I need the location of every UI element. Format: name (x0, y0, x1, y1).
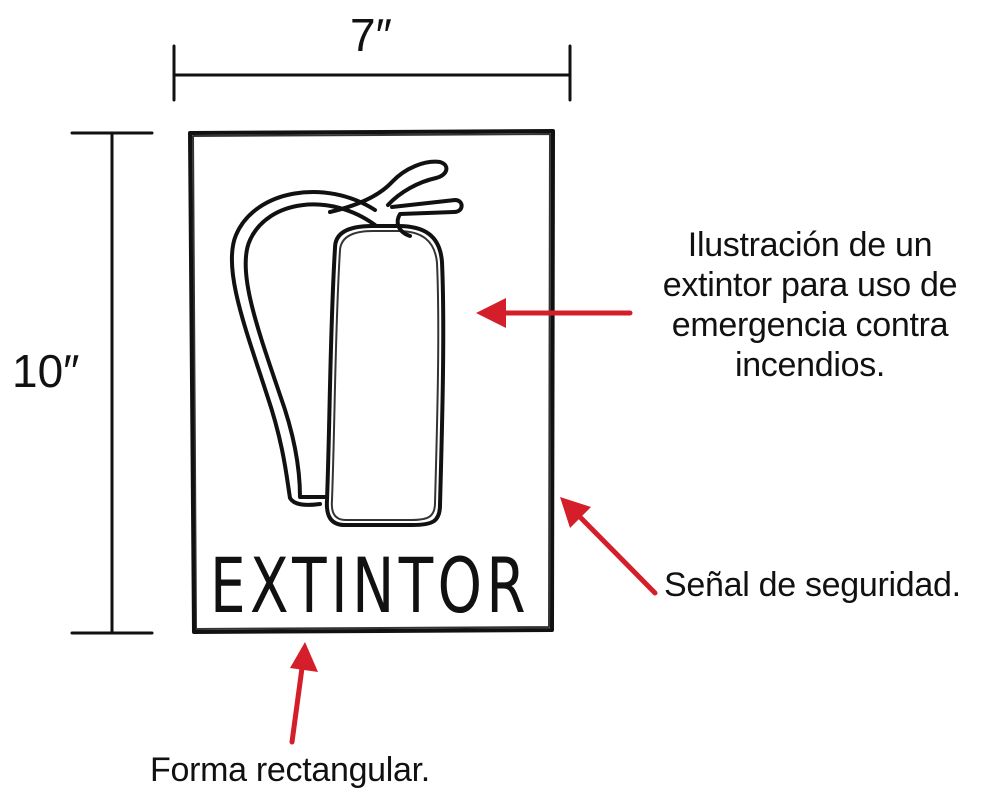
width-label: 7″ (350, 9, 392, 61)
illustration-label-line-2: extintor para uso de (662, 266, 958, 305)
shape-label: Forma rectangular. (150, 751, 430, 789)
illustration-label: Ilustración de un extintor para uso de e… (620, 225, 1000, 385)
arrow-to-illustration (476, 298, 633, 328)
sign-text: EXTINTOR (210, 541, 530, 630)
height-dimension (70, 131, 154, 635)
sign-border (188, 129, 555, 634)
illustration-label-line-4: incendios. (734, 346, 886, 385)
arrow-to-shape (289, 642, 318, 745)
width-dimension (172, 44, 572, 102)
safety-sign-label: Señal de seguridad. (664, 566, 961, 604)
fire-extinguisher-icon (229, 159, 464, 527)
illustration-label-line-1: Ilustración de un (687, 226, 933, 264)
illustration-label-line-3: emergencia contra (671, 306, 949, 345)
height-label: 10″ (12, 345, 80, 397)
arrow-to-sign (560, 497, 658, 596)
annotation-arrows (289, 298, 658, 745)
